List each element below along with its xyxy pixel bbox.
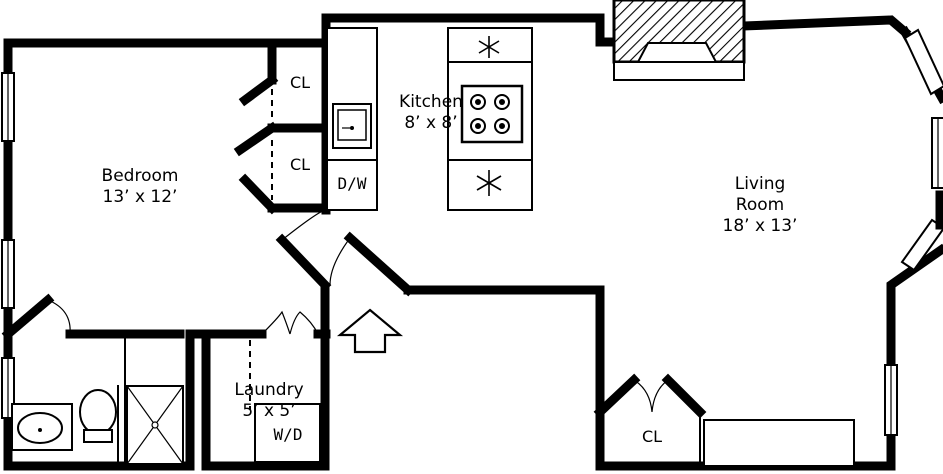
snowflake-icon [478,36,500,58]
room-size: 18’ x 13’ [722,216,798,236]
door-swings [47,209,669,413]
fireplace [612,0,746,81]
room-size: 13’ x 12’ [102,187,178,207]
room-name-line2: Room [735,195,785,215]
room-label-laundry: Laundry 5’ x 5’ [214,380,324,422]
closet-label: CL [641,427,663,446]
windows [1,28,943,436]
room-name: Kitchen [399,92,463,112]
sink-icon [332,103,372,149]
room-label-kitchen: Kitchen 8’ x 8’ [386,92,476,134]
room-name: Laundry [234,380,304,400]
closet-label: CL [289,73,311,92]
snowflake-icon [476,170,502,196]
dishwasher-label: D/W [337,174,367,193]
toilet-icon [79,389,117,443]
living-counter [703,419,855,467]
closet-label: CL [289,155,311,174]
room-label-bedroom: Bedroom 13’ x 12’ [80,166,200,208]
entry-arrow-icon [336,308,404,354]
room-size: 8’ x 8’ [404,113,458,133]
room-size: 5’ x 5’ [242,401,296,421]
washer-dryer [254,403,321,463]
room-label-living: Living Room 18’ x 13’ [700,174,820,237]
washer-dryer-label: W/D [273,425,303,444]
closet-rods [249,56,273,410]
shower-icon [126,385,184,465]
bathroom-sink-icon [11,403,73,451]
room-name: Bedroom [101,166,179,186]
room-name-line1: Living [734,174,786,194]
stove-icon [460,84,524,144]
